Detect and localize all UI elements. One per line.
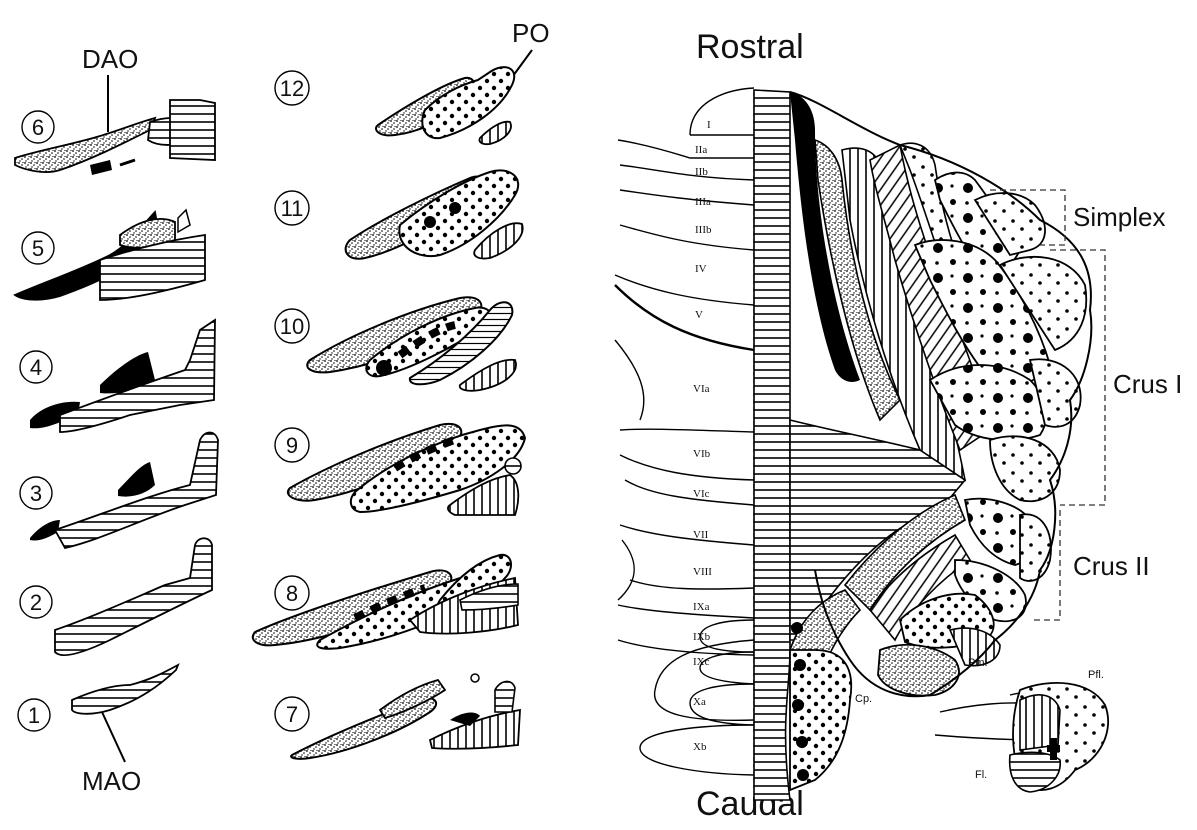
section-6: 6 [22, 111, 54, 143]
section-6-shapes [15, 100, 215, 175]
lobule-labels: I IIa IIb IIIa IIIb IV V VIa VIb VIc VII… [693, 119, 712, 753]
crus2-label: Crus II [1073, 551, 1150, 581]
section-3: 3 [20, 477, 52, 509]
lobule-label: IIa [695, 144, 707, 156]
lobule-label: IIIb [695, 224, 712, 236]
cp-label: Cp. [855, 693, 872, 705]
lobule-label: IXa [693, 601, 710, 613]
section-2: 2 [20, 586, 52, 618]
rostral-label: Rostral [696, 28, 804, 66]
zone-cp [790, 650, 851, 790]
section-9: 9 [275, 428, 309, 462]
zone-crus1-e [990, 436, 1060, 501]
section-number: 8 [286, 581, 298, 606]
section-12: 12 [275, 71, 309, 105]
paraflocculus-flocculus [935, 683, 1108, 792]
section-1: 1 [18, 699, 50, 731]
section-number: 2 [30, 590, 42, 615]
zone-pm-b [878, 645, 959, 696]
pfl-label: Pfl. [1088, 669, 1104, 681]
section-4: 4 [20, 351, 52, 383]
section-7: 7 [275, 697, 309, 731]
section-number: 6 [32, 115, 44, 140]
section-12-shapes [376, 67, 514, 144]
lobule-label: IIIa [695, 196, 711, 208]
lobule-label: IXb [693, 631, 711, 643]
fl-label: Fl. [975, 769, 987, 781]
lobule-label: Xa [693, 696, 706, 708]
section-number: 10 [280, 314, 304, 339]
section-2-shapes [55, 538, 212, 655]
mao-pointer [102, 712, 125, 762]
lobule-label: IV [695, 263, 707, 275]
section-number: 4 [30, 355, 42, 380]
crus1-label: Crus I [1113, 369, 1182, 399]
section-number: 9 [286, 433, 298, 458]
section-1-shapes [72, 665, 178, 714]
section-10: 10 [275, 309, 309, 343]
section-9-shapes [288, 424, 525, 515]
lobule-label: IXc [693, 656, 710, 668]
section-4-shapes [30, 320, 215, 432]
lobule-label: VIII [693, 566, 712, 578]
section-5: 5 [22, 232, 54, 264]
section-10-shapes [307, 297, 516, 391]
section-11: 11 [275, 191, 309, 225]
section-number: 11 [281, 196, 304, 221]
dao-label: DAO [82, 44, 138, 74]
section-3-shapes [30, 433, 218, 549]
lobule-label: VIc [693, 488, 710, 500]
section-number: 3 [30, 481, 42, 506]
section-number: 12 [280, 76, 304, 101]
lobule-label: I [707, 119, 711, 131]
po-label: PO [512, 18, 550, 48]
zone-crus2-b [1020, 514, 1051, 581]
section-number: 1 [28, 703, 40, 728]
section-8: 8 [275, 576, 309, 610]
lobule-label: Xb [693, 741, 707, 753]
mao-label: MAO [82, 766, 141, 796]
vermis-left-outlines [615, 88, 754, 775]
simplex-label: Simplex [1073, 202, 1165, 232]
lobule-label: IIb [695, 166, 708, 178]
section-number: 5 [32, 236, 44, 261]
section-number: 7 [286, 702, 298, 727]
lobule-label: VIb [693, 448, 711, 460]
section-11-shapes [346, 170, 523, 258]
pm-label: Pm. [968, 657, 988, 669]
lobule-label: V [695, 309, 703, 321]
lobule-label: VIa [693, 383, 710, 395]
section-7-shapes [291, 674, 520, 759]
lobule-label: VII [693, 529, 709, 541]
